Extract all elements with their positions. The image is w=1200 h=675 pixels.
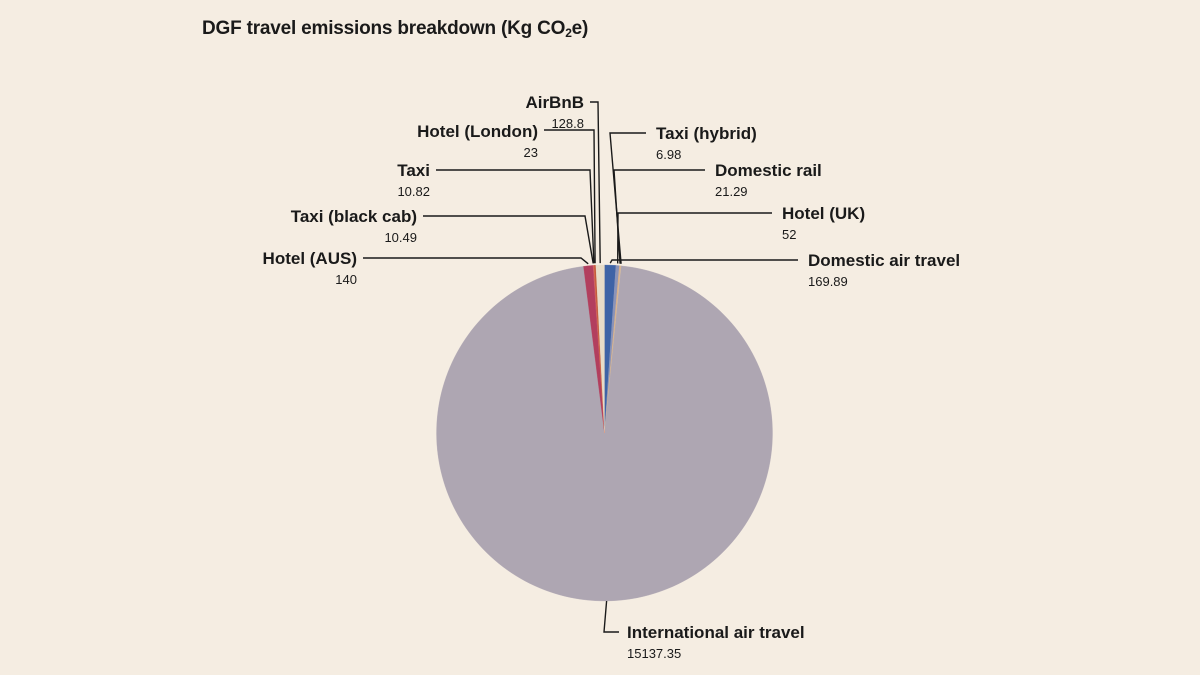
slice-label-taxi-black-cab: Taxi (black cab) bbox=[291, 207, 417, 226]
slice-label-international-air-travel: International air travel bbox=[627, 623, 805, 642]
slice-label-taxi-hybrid: Taxi (hybrid) bbox=[656, 124, 757, 143]
leader-line-hotel-uk bbox=[617, 212, 772, 264]
leader-line-hotel-london bbox=[544, 129, 596, 264]
slice-value-hotel-aus: 140 bbox=[335, 272, 357, 287]
slice-value-taxi-black-cab: 10.49 bbox=[384, 230, 417, 245]
slice-value-domestic-air-travel: 169.89 bbox=[808, 274, 848, 289]
slice-value-taxi: 10.82 bbox=[397, 184, 430, 199]
leader-line-domestic-rail bbox=[613, 169, 705, 264]
pie-slice-international-air-travel bbox=[436, 265, 773, 602]
slice-label-domestic-air-travel: Domestic air travel bbox=[808, 251, 960, 270]
slice-label-domestic-rail: Domestic rail bbox=[715, 161, 822, 180]
slice-label-taxi: Taxi bbox=[397, 161, 430, 180]
slice-value-taxi-hybrid: 6.98 bbox=[656, 147, 681, 162]
slice-value-airbnb: 128.8 bbox=[551, 116, 584, 131]
slice-value-hotel-uk: 52 bbox=[782, 227, 796, 242]
slice-label-hotel-uk: Hotel (UK) bbox=[782, 204, 865, 223]
slice-value-hotel-london: 23 bbox=[524, 145, 538, 160]
slice-label-hotel-aus: Hotel (AUS) bbox=[263, 249, 357, 268]
leader-line-taxi bbox=[436, 169, 595, 264]
leader-line-taxi-hybrid bbox=[609, 132, 646, 264]
leader-line-taxi-black-cab bbox=[423, 215, 594, 264]
leader-line-hotel-aus bbox=[363, 257, 589, 265]
pie-slice-airbnb bbox=[595, 264, 605, 434]
leader-line-international-air-travel bbox=[603, 600, 619, 633]
slice-value-domestic-rail: 21.29 bbox=[715, 184, 748, 199]
leader-line-domestic-air-travel bbox=[609, 259, 798, 264]
leader-line-airbnb bbox=[590, 101, 601, 264]
chart-title: DGF travel emissions breakdown (Kg CO2e) bbox=[202, 18, 589, 40]
slice-label-airbnb: AirBnB bbox=[525, 93, 584, 112]
slice-value-international-air-travel: 15137.35 bbox=[627, 646, 681, 661]
slice-label-hotel-london: Hotel (London) bbox=[417, 122, 538, 141]
